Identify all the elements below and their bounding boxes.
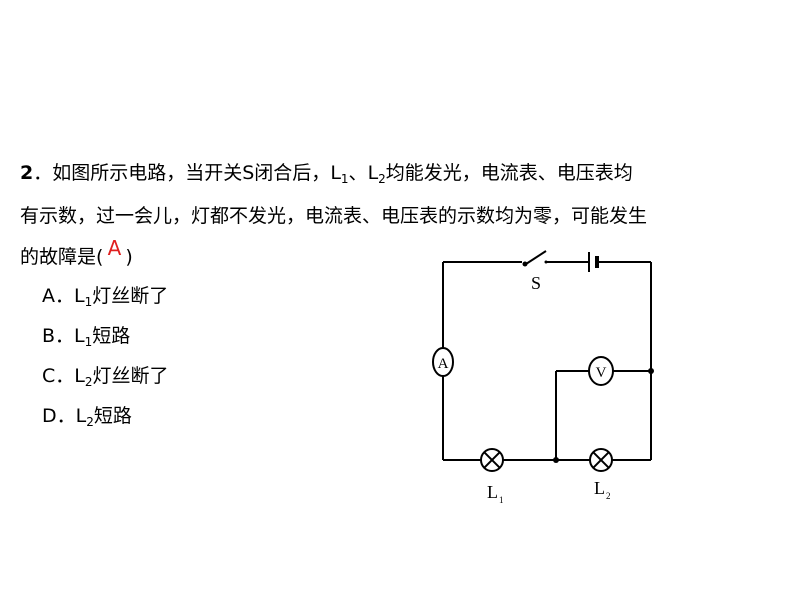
lamp1-label-sub: 1 [499, 495, 504, 505]
ammeter-label: A [438, 356, 449, 372]
lamp-l2-ref-sub: 2 [378, 172, 386, 186]
switch-label: S [531, 273, 541, 293]
option-lamp-sub: 2 [84, 375, 93, 389]
lamp-l2-icon [589, 448, 613, 472]
question-number: 2 [20, 162, 34, 184]
option-lamp-sub: 1 [84, 335, 93, 349]
switch-contact-left [522, 261, 528, 267]
option-b[interactable]: B．L1短路 [42, 323, 130, 349]
question-text-2: 有示数，过一会儿，灯都不发光，电流表、电压表的示数均为零，可能发生 [20, 205, 648, 227]
switch-contact-right [544, 260, 548, 264]
voltmeter-icon: V [588, 356, 614, 386]
option-text: 短路 [92, 325, 131, 347]
lamp-l1-ref: L [330, 162, 341, 184]
option-lamp-sub: 2 [86, 415, 94, 429]
option-lamp: L [74, 325, 85, 347]
option-letter: C． [42, 365, 75, 387]
option-c[interactable]: C．L2灯丝断了 [42, 363, 169, 389]
lamp-l2-ref: L [367, 162, 379, 184]
option-text: 短路 [93, 405, 132, 427]
voltmeter-label: V [596, 365, 607, 381]
option-text: 灯丝断了 [92, 365, 169, 387]
question-line-3: 的故障是(A) [20, 236, 133, 270]
question-text-3: 的故障是( [20, 246, 104, 268]
lamp2-label: L [594, 478, 605, 498]
option-text: 灯丝断了 [92, 285, 169, 307]
lamp-l1-icon [480, 448, 504, 472]
option-lamp: L [74, 365, 85, 387]
option-letter: B． [42, 325, 75, 347]
option-lamp: L [75, 405, 87, 427]
question-text-1a: 如图所示电路，当开关S闭合后， [52, 162, 331, 184]
answer-mark: A [107, 236, 122, 260]
switch-blade [525, 250, 547, 265]
question-line-2: 有示数，过一会儿，灯都不发光，电流表、电压表的示数均为零，可能发生 [20, 203, 647, 229]
option-letter: A． [42, 285, 74, 307]
lamp-l1-ref-sub: 1 [340, 172, 349, 186]
question-line-1: 2．如图所示电路，当开关S闭合后，L1、L2均能发光，电流表、电压表均 [20, 160, 633, 186]
option-letter: D． [42, 405, 76, 427]
lamp1-label: L [487, 482, 498, 502]
junction-dot-right [648, 368, 654, 374]
question-text-3-end: ) [125, 246, 133, 268]
lamp2-label-sub: 2 [606, 491, 611, 501]
junction-dot-bottom [553, 457, 559, 463]
question-number-sep: ． [33, 162, 53, 184]
question-text-1b: 均能发光，电流表、电压表均 [385, 162, 633, 184]
option-a[interactable]: A．L1灯丝断了 [42, 283, 168, 309]
dun-separator: 、 [348, 162, 368, 184]
option-d[interactable]: D．L2短路 [42, 403, 132, 429]
option-lamp: L [74, 285, 85, 307]
ammeter-icon: A [432, 347, 454, 377]
option-lamp-sub: 1 [84, 295, 93, 309]
